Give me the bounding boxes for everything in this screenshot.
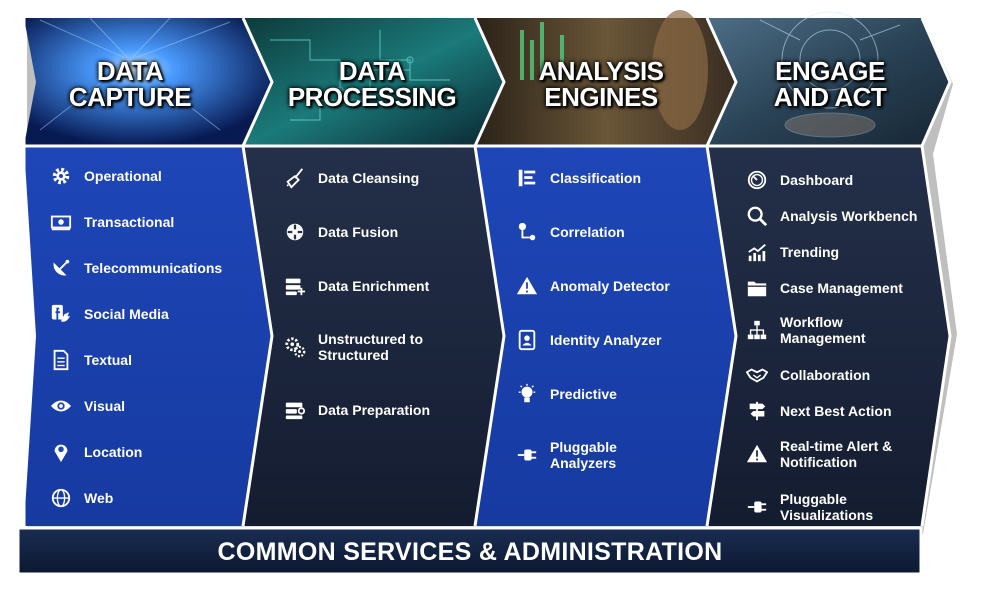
list-item-telecommunications: Telecommunications [48,255,222,281]
list-item-analysis-workbench: Analysis Workbench [744,203,917,229]
column-title-line: DATA [96,56,164,86]
org-chart-icon [744,317,770,343]
list-item-pluggable-visualizations: Pluggable Visualizations [744,491,873,523]
item-label: Workflow Management [780,314,866,346]
database-settings-icon [282,397,308,423]
item-label: Unstructured to Structured [318,331,423,363]
item-label: Anomaly Detector [550,278,670,294]
list-item-classification: Classification [514,165,641,191]
list-item-dashboard: Dashboard [744,167,853,193]
list-item-data-cleansing: Data Cleansing [282,165,419,191]
list-item-pluggable-analyzers: Pluggable Analyzers [514,439,617,471]
column-title-line: ANALYSIS [538,56,664,86]
lightbulb-icon [514,381,540,407]
item-label: Classification [550,170,642,186]
folder-icon [744,275,770,301]
signpost-icon [744,398,770,424]
column-title-line: AND ACT [773,82,887,112]
list-item-collaboration: Collaboration [744,362,870,388]
list-item-data-fusion: Data Fusion [282,219,398,245]
item-label: Location [84,444,143,460]
list-item-transactional: Transactional [48,209,174,235]
item-label: Web [84,490,114,506]
item-label: Dashboard [780,172,854,188]
item-label: Operational [84,168,162,184]
item-label: Real-time Alert & Notification [780,438,893,470]
gear-icon [48,163,74,189]
item-label: Social Media [84,306,169,322]
alert-icon [744,441,770,467]
list-item-trending: Trending [744,239,839,265]
plug-icon [514,442,540,468]
column-title-line: ENGAGE [775,56,885,86]
item-label: Pluggable Analyzers [550,439,617,471]
trend-chart-icon [744,239,770,265]
social-media-icon [48,301,74,327]
globe-icon [48,485,74,511]
list-item-data-preparation: Data Preparation [282,397,430,423]
item-label: Case Management [780,280,903,296]
column-title-data-capture: DATA CAPTURE [30,58,230,110]
item-label: Data Fusion [318,224,399,240]
broom-icon [282,165,308,191]
gauge-icon [744,167,770,193]
satellite-dish-icon [48,255,74,281]
list-icon [514,165,540,191]
item-label: Data Cleansing [318,170,420,186]
item-label: Identity Analyzer [550,332,662,348]
id-badge-icon [514,327,540,353]
gears-icon [282,334,308,360]
list-item-real-time-alert: Real-time Alert & Notification [744,438,892,470]
list-item-anomaly-detector: Anomaly Detector [514,273,670,299]
money-icon [48,209,74,235]
map-pin-icon [48,439,74,465]
list-item-predictive: Predictive [514,381,617,407]
list-item-workflow-management: Workflow Management [744,314,866,346]
list-item-social-media: Social Media [48,301,169,327]
plug-icon [744,494,770,520]
list-item-identity-analyzer: Identity Analyzer [514,327,662,353]
item-label: Predictive [550,386,617,402]
item-label: Next Best Action [780,403,892,419]
item-label: Correlation [550,224,625,240]
item-label: Pluggable Visualizations [780,491,874,523]
list-item-visual: Visual [48,393,125,419]
list-item-case-management: Case Management [744,275,903,301]
item-label: Transactional [84,214,175,230]
list-item-unstructured-to-structured: Unstructured to Structured [282,331,423,363]
database-plus-icon [282,273,308,299]
fusion-icon [282,219,308,245]
item-label: Telecommunications [84,260,223,276]
eye-icon [48,393,74,419]
item-label: Trending [780,244,840,260]
warning-icon [514,273,540,299]
item-label: Textual [84,352,132,368]
column-title-line: ENGINES [544,82,658,112]
handshake-icon [744,362,770,388]
column-title-line: DATA [338,56,406,86]
list-item-textual: Textual [48,347,132,373]
list-item-data-enrichment: Data Enrichment [282,273,429,299]
column-title-line: PROCESSING [287,82,457,112]
item-label: Analysis Workbench [780,208,918,224]
nodes-icon [514,219,540,245]
list-item-operational: Operational [48,163,162,189]
column-title-data-processing: DATA PROCESSING [262,58,482,110]
column-title-engage-and-act: ENGAGE AND ACT [725,58,935,110]
item-label: Data Preparation [318,402,431,418]
list-item-web: Web [48,485,113,511]
item-label: Visual [84,398,125,414]
list-item-location: Location [48,439,142,465]
document-icon [48,347,74,373]
magnifier-icon [744,203,770,229]
column-title-analysis-engines: ANALYSIS ENGINES [496,58,706,110]
item-label: Collaboration [780,367,871,383]
common-services-banner: COMMON SERVICES & ADMINISTRATION [217,537,723,566]
item-label: Data Enrichment [318,278,430,294]
list-item-next-best-action: Next Best Action [744,398,892,424]
column-title-line: CAPTURE [68,82,192,112]
list-item-correlation: Correlation [514,219,625,245]
